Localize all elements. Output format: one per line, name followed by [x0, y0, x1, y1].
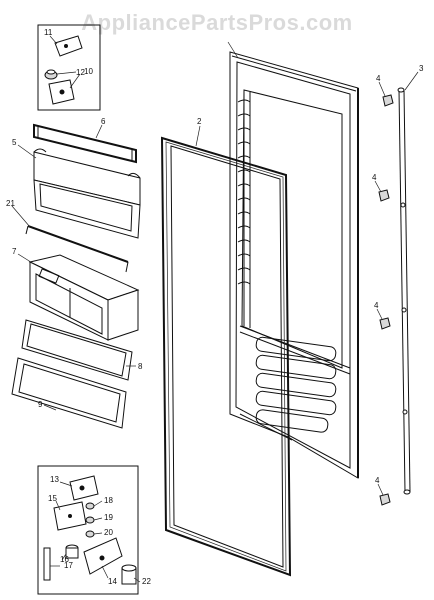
callout-2: 2 — [197, 117, 202, 126]
dairy-door-frame — [21, 319, 133, 381]
callout-20: 20 — [104, 528, 113, 537]
callout-4-a: 4 — [376, 74, 381, 83]
callout-14: 14 — [108, 577, 117, 586]
callout-17: 17 — [64, 561, 73, 570]
callout-10: 10 — [84, 67, 93, 76]
callout-3: 3 — [419, 64, 424, 73]
callout-7: 7 — [12, 247, 17, 256]
callout-8: 8 — [138, 362, 143, 371]
rail-end-caps — [378, 94, 394, 506]
callout-18: 18 — [104, 496, 113, 505]
callout-13: 13 — [50, 475, 59, 484]
callout-19: 19 — [104, 513, 113, 522]
lower-panel-embossing — [255, 336, 337, 433]
door-outer-panel — [229, 51, 359, 479]
callout-6: 6 — [101, 117, 106, 126]
door-bin-rail — [33, 123, 137, 164]
callout-15: 15 — [48, 494, 57, 503]
callout-21: 21 — [6, 199, 15, 208]
dairy-door — [11, 357, 127, 429]
callout-12: 12 — [76, 68, 85, 77]
callout-4-d: 4 — [375, 476, 380, 485]
door-bin — [33, 148, 141, 239]
callout-16: 16 — [60, 555, 69, 564]
bottom-hinge-group — [37, 465, 139, 595]
callout-9: 9 — [38, 400, 43, 409]
bin-support-rail — [25, 225, 129, 273]
callout-4-c: 4 — [374, 301, 379, 310]
callout-11: 11 — [44, 28, 53, 37]
callout-22: 22 — [142, 577, 151, 586]
shelf-rail-ribs — [237, 90, 251, 328]
leader-lines — [11, 35, 419, 583]
callout-4-b: 4 — [372, 173, 377, 182]
callout-5: 5 — [12, 138, 17, 147]
door-side-rail — [397, 87, 411, 495]
callout-labels: 11 12 10 6 5 21 7 8 9 2 3 4 4 4 4 13 15 … — [6, 28, 424, 586]
top-hinge-group — [37, 24, 101, 111]
dairy-compartment — [28, 254, 140, 341]
door-gasket — [160, 136, 292, 577]
